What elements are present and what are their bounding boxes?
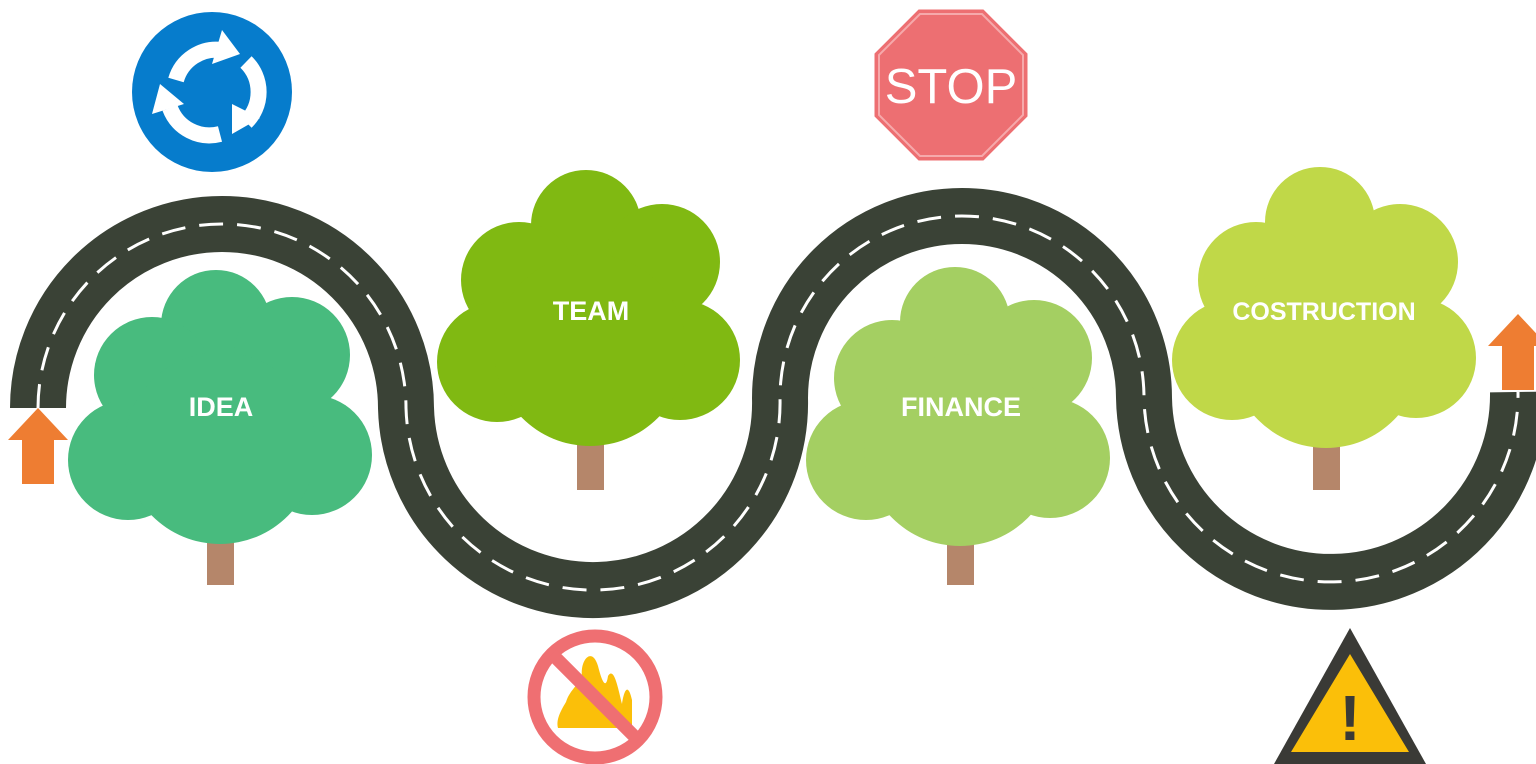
tree-canopy [68,270,372,544]
stop-sign-icon: STOP [871,6,1031,164]
start-arrow-icon [8,408,68,484]
no-open-flame-sign-icon [527,629,663,764]
tree-construction: COSTRUCTION [1172,167,1476,490]
tree-trunk [577,443,604,490]
warning-triangle-icon: ! [1274,628,1426,764]
tree-label-team: TEAM [553,296,630,326]
warning-mark: ! [1339,682,1360,754]
road [10,188,1536,618]
tree-canopy [1172,167,1476,448]
tree-canopy [437,170,740,446]
tree-idea: IDEA [68,270,372,585]
tree-label-construction: COSTRUCTION [1232,298,1415,326]
end-arrow-icon [1488,314,1536,390]
stop-sign-text: STOP [885,60,1018,114]
tree-finance: FINANCE [806,267,1110,585]
tree-canopy [806,267,1110,546]
road-center-dashes [36,214,1520,592]
tree-team: TEAM [437,170,740,490]
tree-trunk [1313,443,1340,490]
tree-label-idea: IDEA [189,392,254,422]
tree-label-finance: FINANCE [901,392,1021,422]
tree-trunk [207,538,234,585]
roundabout-sign-icon [132,12,292,172]
